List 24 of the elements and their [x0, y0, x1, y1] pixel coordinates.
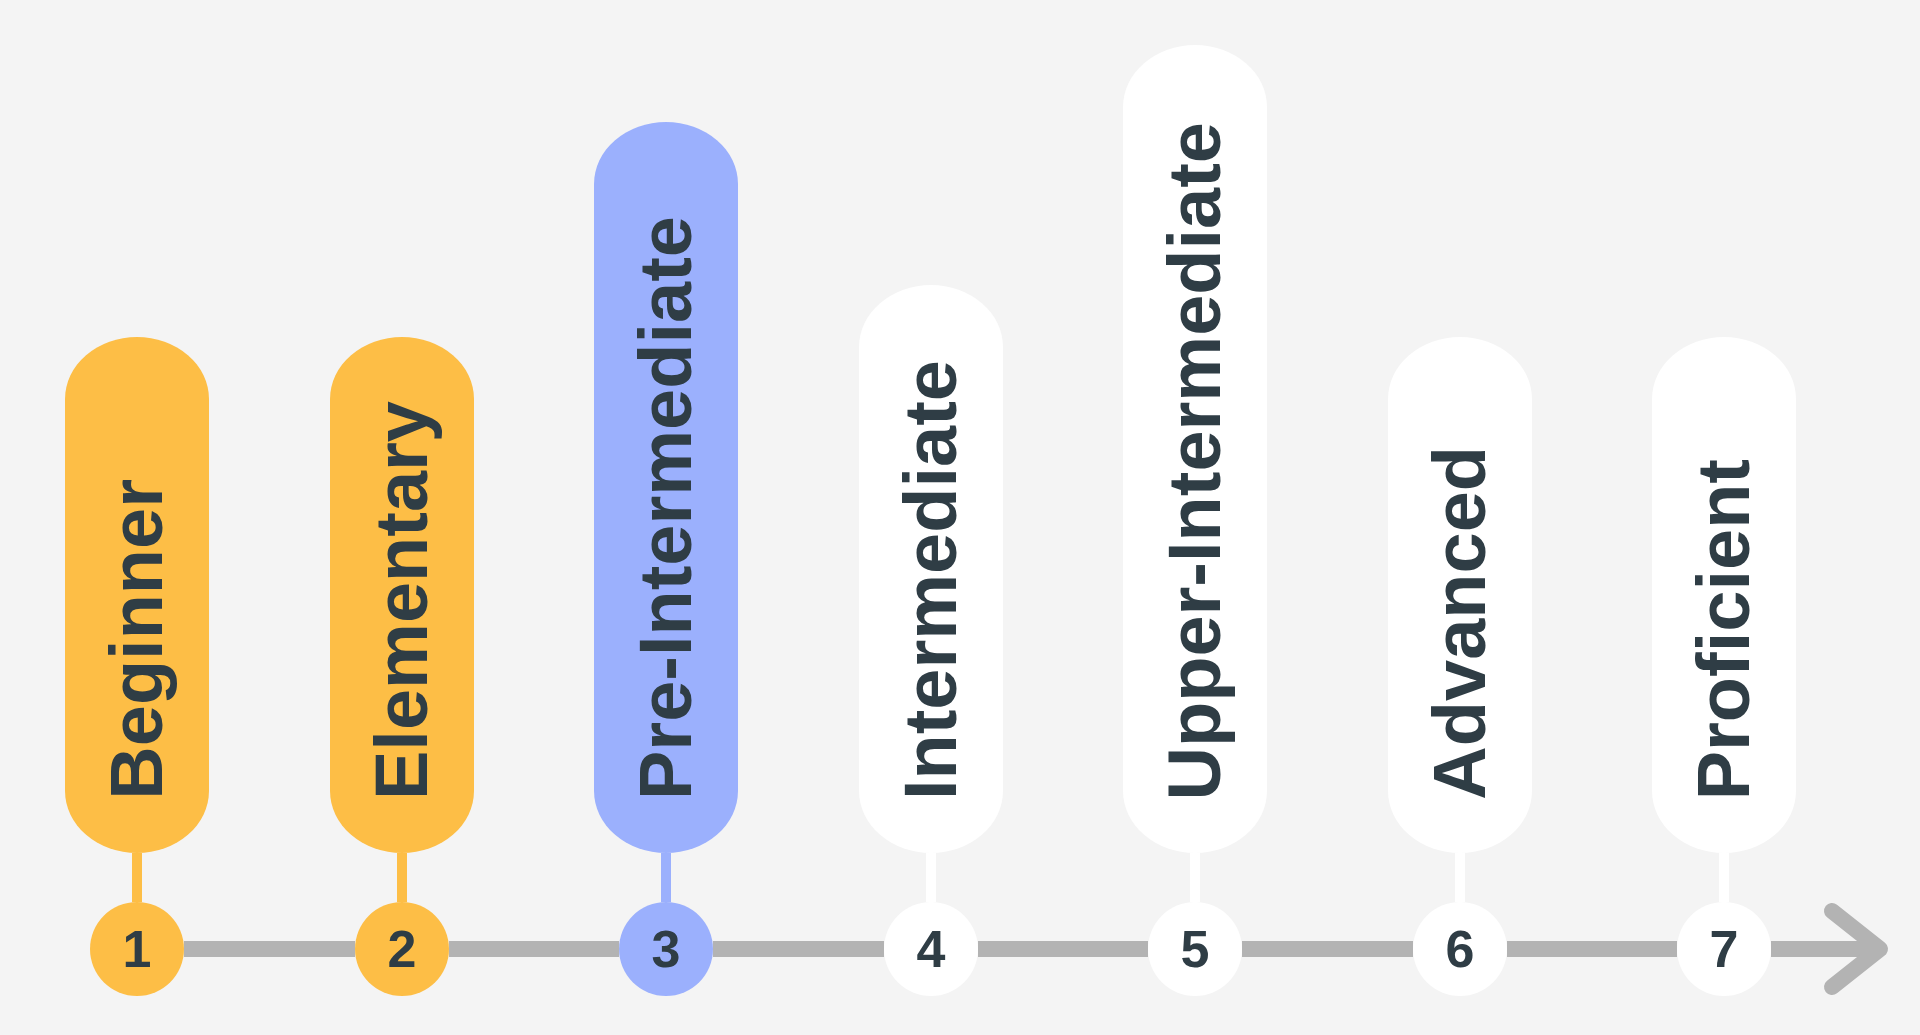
step-number: 2	[387, 923, 417, 975]
level-label: Upper-Intermediate	[1155, 121, 1235, 800]
timeline-line	[713, 941, 884, 957]
connector-line	[397, 853, 407, 902]
timeline-line	[184, 941, 355, 957]
timeline-line	[1507, 941, 1677, 957]
timeline-line	[449, 941, 619, 957]
timeline-line	[1242, 941, 1413, 957]
level-label: Elementary	[362, 401, 442, 800]
level-label: Intermediate	[891, 359, 971, 800]
level-label: Beginner	[97, 479, 177, 800]
connector-line	[661, 853, 671, 902]
step-number: 7	[1709, 923, 1739, 975]
step-number: 6	[1445, 923, 1475, 975]
level-label: Advanced	[1420, 446, 1500, 800]
step-number: 3	[651, 923, 681, 975]
connector-line	[132, 853, 142, 902]
level-label: Proficient	[1684, 458, 1764, 800]
step-number: 1	[122, 923, 152, 975]
timeline-arrow	[1771, 903, 1888, 995]
timeline-line	[978, 941, 1148, 957]
level-label: Pre-Intermediate	[626, 216, 706, 800]
step-number: 4	[916, 923, 946, 975]
step-number: 5	[1180, 923, 1210, 975]
